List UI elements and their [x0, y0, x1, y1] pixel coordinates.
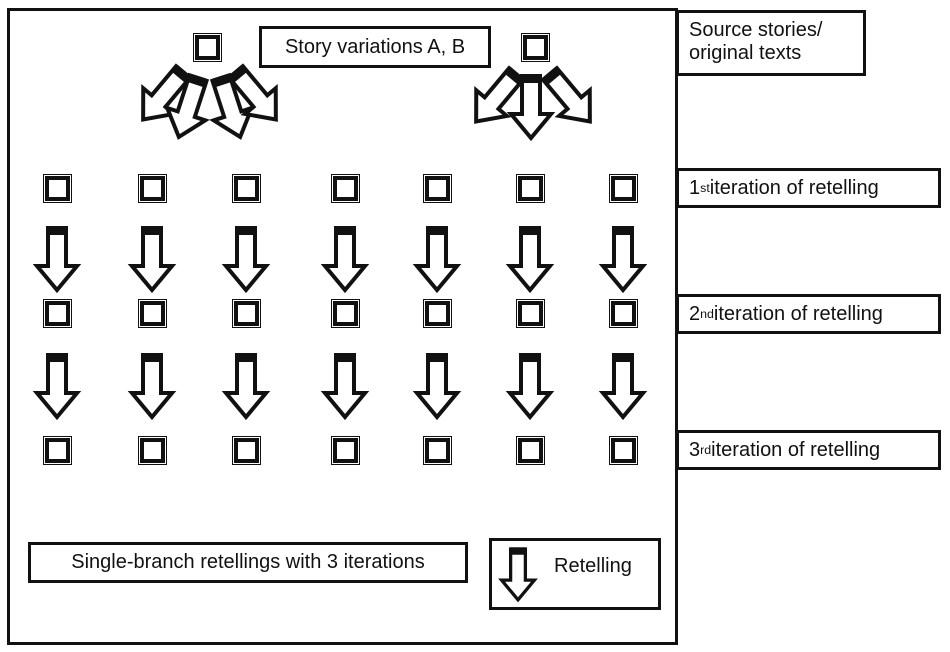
stage-label-source-line2: original texts: [689, 42, 802, 64]
story-variations-label: Story variations A, B: [259, 26, 491, 68]
text-node-r2c3: [232, 299, 261, 328]
stage-label-iteration-3-rest: iteration of retelling: [711, 438, 881, 461]
text-node-r2c5: [423, 299, 452, 328]
text-node-r3c6: [516, 436, 545, 465]
text-node-r1c7: [609, 174, 638, 203]
stage-label-source-line1: Source stories/: [689, 19, 823, 41]
text-node-r1c5: [423, 174, 452, 203]
single-branch-caption: Single-branch retellings with 3 iteratio…: [28, 542, 468, 583]
stage-label-source: Source stories/ original texts: [676, 10, 866, 76]
text-node-r2c4: [331, 299, 360, 328]
text-node-r1c4: [331, 174, 360, 203]
text-node-r1c1: [43, 174, 72, 203]
single-branch-caption-text: Single-branch retellings with 3 iteratio…: [71, 551, 425, 573]
text-node-r1c3: [232, 174, 261, 203]
stage-label-iteration-1-rest: iteration of retelling: [709, 176, 879, 199]
source-node-b: [521, 33, 550, 62]
text-node-r1c2: [138, 174, 167, 203]
legend-label: Retelling: [554, 555, 632, 577]
stage-label-iteration-2-rest: iteration of retelling: [713, 302, 883, 325]
text-node-r2c7: [609, 299, 638, 328]
text-node-r2c6: [516, 299, 545, 328]
stage-label-iteration-1-ordinal: 1: [689, 176, 701, 199]
source-node-a: [193, 33, 222, 62]
text-node-r1c6: [516, 174, 545, 203]
text-node-r3c3: [232, 436, 261, 465]
legend-box: Retelling: [489, 538, 661, 610]
text-node-r2c1: [43, 299, 72, 328]
text-node-r3c7: [609, 436, 638, 465]
text-node-r3c5: [423, 436, 452, 465]
stage-label-iteration-2-ordinal: 2: [689, 302, 701, 325]
stage-label-iteration-3-ordinal: 3: [689, 438, 701, 461]
text-node-r3c1: [43, 436, 72, 465]
story-variations-text: Story variations A, B: [284, 35, 466, 58]
text-node-r3c4: [331, 436, 360, 465]
text-node-r3c2: [138, 436, 167, 465]
text-node-r2c2: [138, 299, 167, 328]
